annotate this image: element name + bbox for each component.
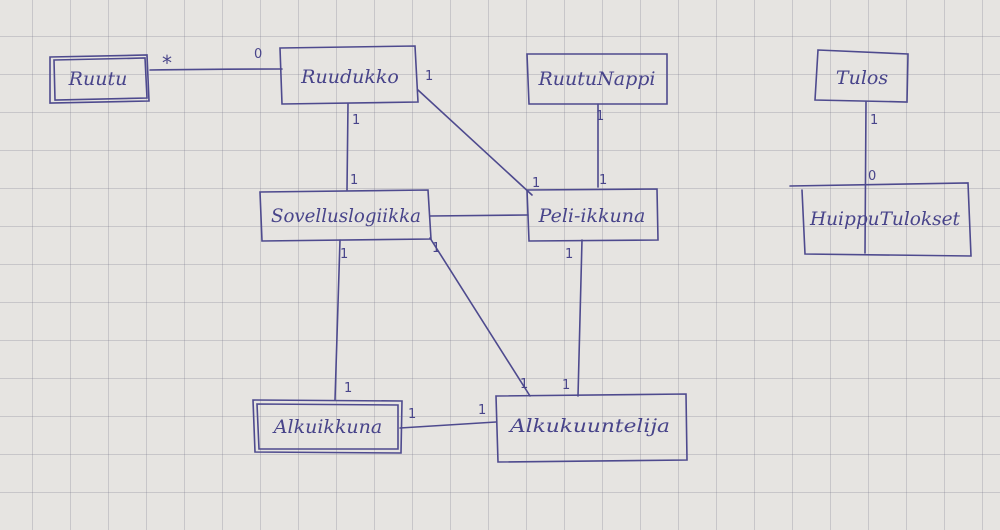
mult-ruudukko-pelikkuna-b: 1 — [532, 176, 540, 191]
mult-tulos-huippu-b: 0 — [868, 169, 876, 184]
associations — [149, 68, 867, 429]
class-alkuikkuna: Alkuikkuna — [252, 399, 403, 454]
class-peli-ikkuna: Peli-ikkuna — [526, 188, 659, 242]
class-alkukuuntelija: Alkukuuntelija — [495, 393, 688, 463]
mult-pelikkuna-alkukuuntelija-a: 1 — [565, 247, 573, 262]
mult-ruutunappi-pelikkuna-b: 1 — [599, 173, 607, 188]
class-ruudukko-label: Ruudukko — [300, 66, 399, 88]
mult-alkuikkuna-alkukuuntelija-a: 1 — [408, 407, 416, 422]
edge-alkuikkuna-alkukuuntelija — [399, 421, 497, 429]
class-huipputulokset: HuippuTulokset — [789, 182, 972, 257]
class-alkuikkuna-label: Alkuikkuna — [272, 416, 382, 438]
class-peli-ikkuna-label: Peli-ikkuna — [538, 205, 646, 227]
edge-sovellus-alkukuuntelija — [429, 237, 531, 397]
mult-tulos-huippu-a: 1 — [870, 113, 878, 128]
class-ruudukko: Ruudukko — [279, 45, 419, 105]
class-sovelluslogiikka: Sovelluslogiikka — [259, 189, 432, 242]
class-tulos: Tulos — [814, 49, 909, 103]
class-alkukuuntelija-label: Alkukuuntelija — [508, 415, 670, 437]
class-ruutunappi: RuutuNappi — [526, 53, 668, 105]
class-huipputulokset-label: HuippuTulokset — [809, 208, 960, 230]
class-ruutunappi-label: RuutuNappi — [537, 68, 655, 90]
edge-sovellus-alkuikkuna — [334, 239, 341, 401]
edge-ruudukko-pelikkuna — [417, 89, 533, 196]
class-sovelluslogiikka-label: Sovelluslogiikka — [271, 205, 421, 227]
edge-pelikkuna-alkukuuntelija — [577, 239, 583, 397]
mult-sovellus-alkukuuntelija-a: 1 — [432, 241, 440, 256]
mult-sovellus-alkukuuntelija-b: 1 — [520, 377, 528, 392]
multiplicities: * 0 1 1 1 1 1 1 1 0 1 1 1 1 1 1 1 1 — [162, 47, 878, 422]
edge-ruudukko-sovellus — [346, 103, 349, 191]
class-tulos-label: Tulos — [836, 67, 888, 89]
mult-ruudukko-zero: 0 — [254, 47, 262, 62]
mult-ruudukko-pelikkuna-a: 1 — [425, 69, 433, 84]
mult-sovellus-alkuikkuna-b: 1 — [344, 381, 352, 396]
mult-pelikkuna-alkukuuntelija-b: 1 — [562, 378, 570, 393]
mult-ruutunappi-pelikkuna-a: 1 — [596, 109, 604, 124]
class-ruutu: Ruutu — [49, 54, 150, 104]
mult-ruudukko-sovellus-a: 1 — [352, 113, 360, 128]
mult-sovellus-alkuikkuna-a: 1 — [340, 247, 348, 262]
class-ruutu-label: Ruutu — [68, 68, 128, 90]
mult-ruutu-star: * — [162, 51, 172, 75]
mult-alkuikkuna-alkukuuntelija-b: 1 — [478, 403, 486, 418]
edge-tulos-huippu — [864, 101, 867, 254]
edge-ruutu-ruudukko — [149, 68, 283, 71]
mult-ruudukko-sovellus-b: 1 — [350, 173, 358, 188]
edge-sovellus-pelikkuna — [429, 214, 529, 217]
